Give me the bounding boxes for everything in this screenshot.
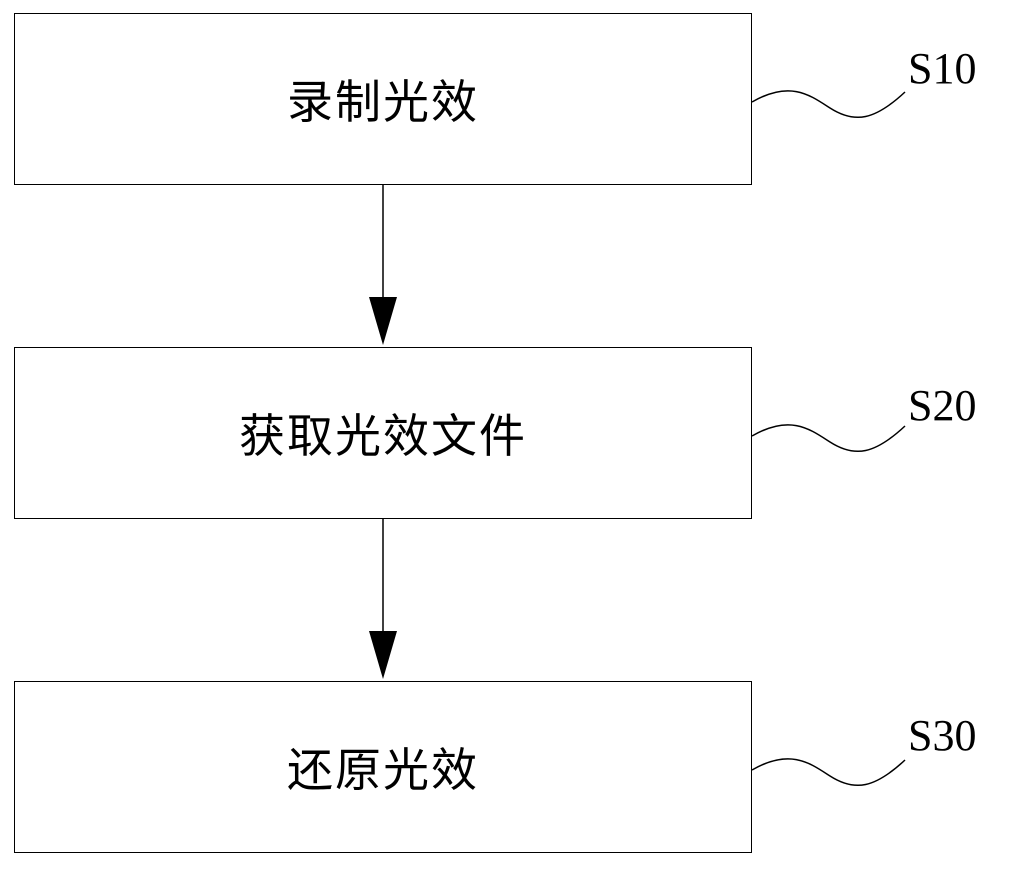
step-label: 录制光效 (287, 75, 479, 129)
step-label: 获取光效文件 (239, 409, 527, 463)
step-code-label: S10 (908, 44, 977, 93)
leader-line-s30 (751, 758, 906, 787)
leader-line-s10 (751, 90, 906, 119)
step-box-get-light-effect-file: 获取光效文件 (14, 347, 752, 519)
leader-line-s20 (751, 424, 906, 453)
step-box-record-light-effect: 录制光效 (14, 13, 752, 185)
step-box-restore-light-effect: 还原光效 (14, 681, 752, 853)
flow-arrow-1-to-2 (369, 185, 397, 345)
step-label: 还原光效 (287, 743, 479, 797)
flow-arrow-2-to-3 (369, 519, 397, 679)
step-code-label: S30 (908, 711, 977, 760)
step-code-label: S20 (908, 381, 977, 430)
